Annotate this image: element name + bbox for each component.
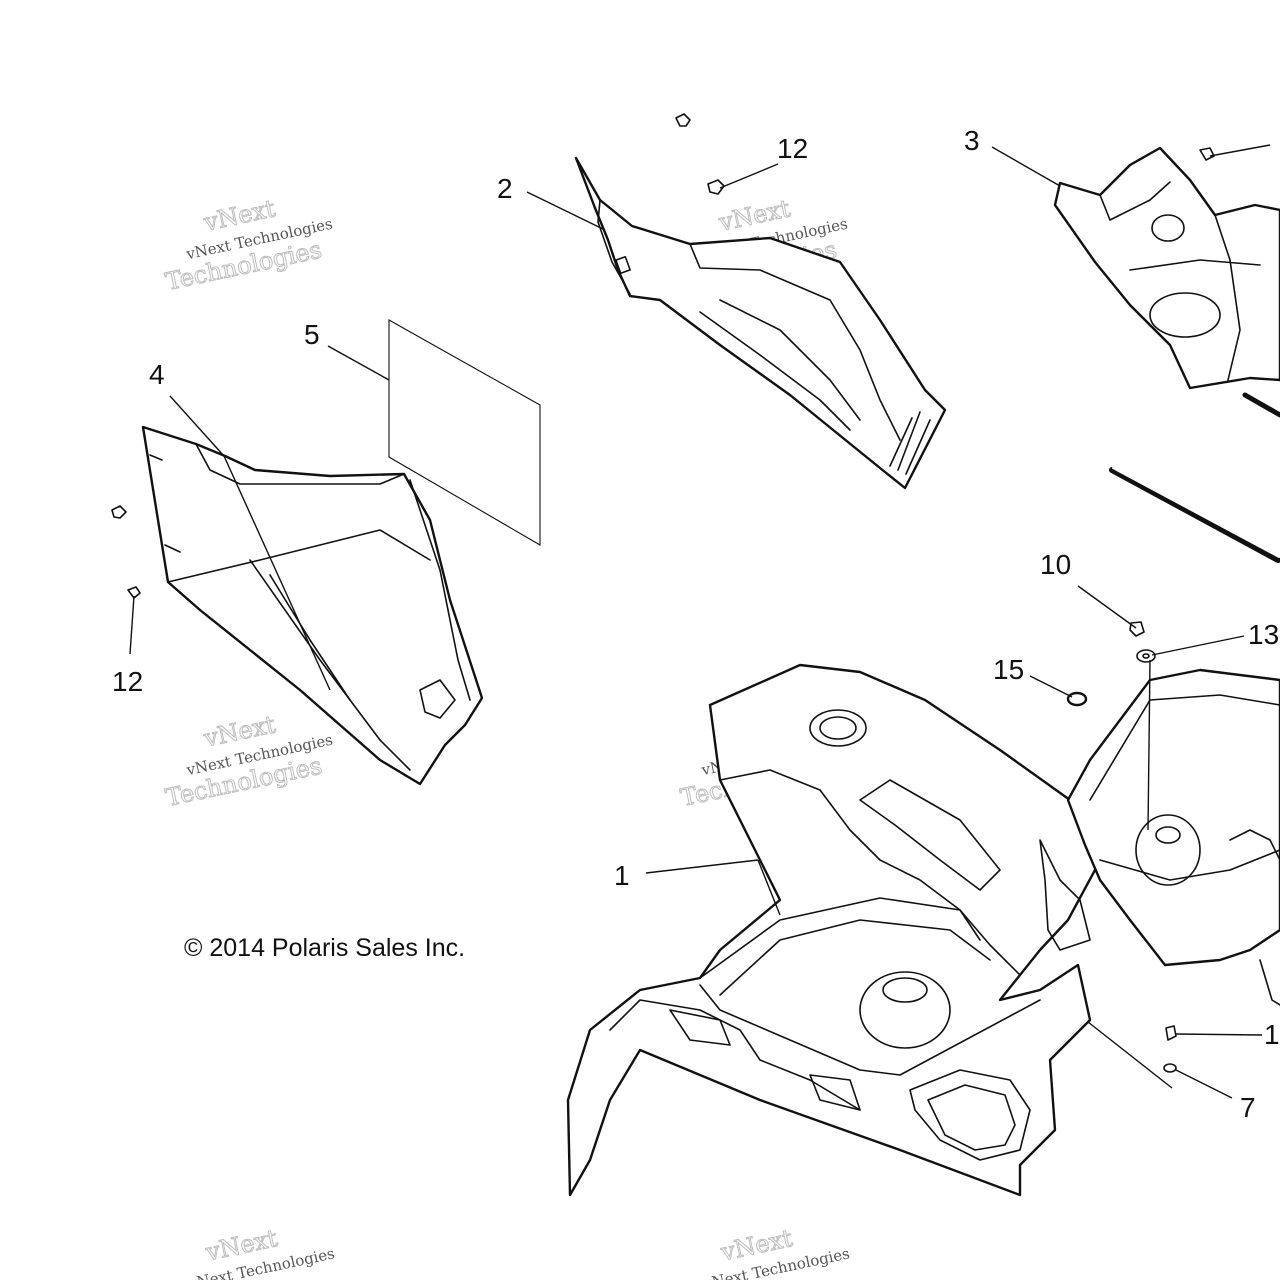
callout-12-top: 12	[777, 133, 808, 164]
fastener-10	[1129, 621, 1145, 637]
callout-10-lower: 10	[1264, 1019, 1280, 1050]
callout-4: 4	[149, 359, 165, 390]
callout-12-left: 12	[112, 666, 143, 697]
callout-5: 5	[304, 319, 320, 350]
fastener-12-left	[111, 505, 141, 599]
callout-15: 15	[993, 654, 1024, 685]
rod	[1109, 392, 1280, 563]
copyright-notice: © 2014 Polaris Sales Inc.	[184, 934, 466, 962]
watermark-bottom-center: vNext vNext Technologies	[701, 1224, 851, 1280]
part-1-front-fender	[566, 663, 1102, 1197]
fastener-10-lower	[1165, 1025, 1177, 1041]
watermark-mid-left: vNext vNext Technologies Technologies	[163, 710, 335, 813]
callout-13: 13	[1248, 619, 1279, 650]
callout-7: 7	[1240, 1092, 1256, 1123]
callout-1: 1	[614, 860, 630, 891]
washer-13	[1136, 649, 1156, 663]
watermark-bottom-left: vNext vNext Technologies	[186, 1224, 336, 1280]
callout-2: 2	[497, 173, 513, 204]
washer-7	[1163, 1063, 1177, 1073]
plug-15	[1066, 691, 1088, 707]
fastener-12-top	[675, 113, 725, 195]
callout-10-upper: 10	[1040, 549, 1071, 580]
part-5-decal	[388, 319, 541, 546]
part-1-rear-rack	[1066, 668, 1280, 1006]
part-3-console	[1053, 146, 1280, 390]
part-4-left-panel	[141, 425, 484, 786]
callout-3: 3	[964, 125, 980, 156]
leader-lines	[129, 144, 1271, 1099]
fastener-3-screw	[1199, 147, 1215, 161]
part-2-side-panel	[574, 156, 947, 490]
watermark-top-left: vNext vNext Technologies Technologies	[163, 194, 335, 297]
